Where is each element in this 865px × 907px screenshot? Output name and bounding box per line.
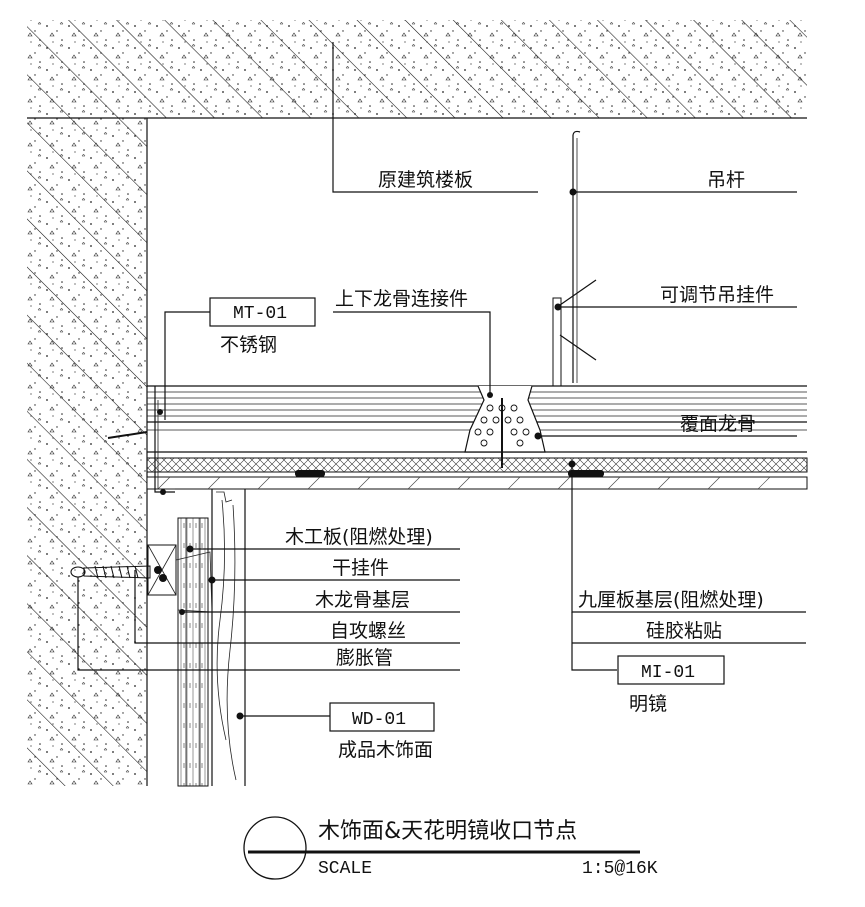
- cover-keel-label: 覆面龙骨: [680, 413, 756, 435]
- concrete-wall: [27, 118, 148, 786]
- mt-tag-box: [209, 297, 316, 327]
- scale-label: SCALE: [318, 859, 372, 879]
- plywood-base-label: 九厘板基层(阻燃处理): [578, 589, 764, 611]
- ceiling-slab: [27, 20, 807, 119]
- mt-tag-text: MT-01: [233, 304, 287, 324]
- wall-cladding: [147, 489, 246, 787]
- mirror-layer: [146, 476, 808, 490]
- plywood-base: [146, 457, 808, 473]
- expansion-tube-label: 膨胀管: [336, 647, 393, 669]
- keel-connector-label: 上下龙骨连接件: [335, 288, 468, 310]
- silicone-strips: [295, 470, 604, 477]
- blockboard-label: 木工板(阻燃处理): [285, 526, 433, 548]
- leader-lines: [77, 42, 806, 720]
- scale-value: 1:5@16K: [582, 859, 658, 879]
- keel-connector: [464, 385, 546, 468]
- mi-tag-box: [617, 655, 725, 685]
- title-block: 木饰面&天花明镜收口节点 SCALE 1:5@16K: [243, 816, 658, 880]
- self-tapping-screw-label: 自攻螺丝: [330, 620, 406, 642]
- wood-keel-base-label: 木龙骨基层: [315, 589, 410, 611]
- hanger-rod-label: 吊杆: [707, 169, 745, 191]
- mi-tag-text: MI-01: [641, 663, 695, 683]
- stainless-trim: [107, 386, 175, 495]
- wd-tag-text: WD-01: [352, 710, 406, 730]
- floor-slab-label: 原建筑楼板: [378, 169, 473, 191]
- title-circle: [243, 816, 307, 880]
- stainless-steel-label: 不锈钢: [220, 334, 277, 356]
- hanger-rod: [552, 130, 597, 387]
- silicone-bond-label: 硅胶粘贴: [646, 620, 722, 642]
- drawing-title: 木饰面&天花明镜收口节点: [318, 819, 577, 844]
- finished-wood-label: 成品木饰面: [338, 739, 433, 761]
- expansion-screw: [70, 565, 167, 582]
- wd-tag-box: [329, 702, 435, 732]
- adjustable-hanger-label: 可调节吊挂件: [660, 284, 774, 306]
- dry-hanger-label: 干挂件: [332, 557, 389, 579]
- mirror-label: 明镜: [629, 693, 667, 715]
